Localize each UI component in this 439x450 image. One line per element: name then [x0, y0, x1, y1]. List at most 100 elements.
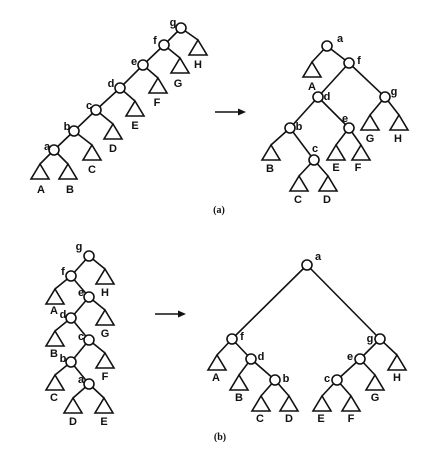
node-a2-g-circle: [379, 91, 391, 103]
label-a1-G: G: [174, 78, 183, 90]
tree-edge: [317, 62, 350, 98]
subtree-a1-H-triangle: [187, 38, 209, 56]
node-a2-f-circle: [343, 57, 355, 69]
node-a1-c-circle: [90, 104, 102, 116]
tree-edge: [306, 264, 381, 340]
label-a1-E: E: [131, 120, 138, 132]
node-a2-d-circle: [312, 91, 324, 103]
label-b1-B: B: [50, 348, 58, 360]
subtree-b2-C-triangle: [250, 394, 272, 412]
node-b2-b-circle: [269, 374, 281, 386]
node-a1-a-circle: [48, 144, 60, 156]
subtree-b1-C-triangle: [44, 373, 66, 391]
subtree-a2-A-triangle: [301, 60, 323, 78]
node-a2-b-circle: [284, 122, 296, 134]
subtree-b1-E-triangle: [93, 396, 115, 414]
node-b2-e-circle: [354, 353, 366, 365]
label-b1-g: g: [76, 241, 83, 253]
subtree-a1-D-triangle: [102, 122, 124, 140]
label-b2-c: c: [324, 373, 330, 385]
label-a1-H: H: [194, 59, 202, 71]
label-b1-c: c: [78, 331, 84, 343]
subtree-a1-F-triangle: [147, 76, 169, 94]
subtree-b1-D-triangle: [62, 396, 84, 414]
label-a1-b: b: [64, 121, 71, 133]
node-b1-d-circle: [65, 312, 77, 324]
node-a2-e-circle: [343, 122, 355, 134]
label-b1-C: C: [50, 392, 58, 404]
label-b1-F: F: [102, 371, 109, 383]
label-b1-e: e: [78, 287, 84, 299]
node-b1-c-circle: [83, 334, 95, 346]
label-a2-C: C: [294, 194, 302, 206]
label-a1-f: f: [153, 35, 157, 47]
subtree-a2-F-triangle: [350, 143, 372, 161]
label-a2-G: G: [366, 133, 375, 145]
label-a2-A: A: [308, 81, 316, 93]
node-b1-a-circle: [83, 378, 95, 390]
label-b2-b: b: [283, 373, 290, 385]
subtree-a2-E-triangle: [325, 143, 347, 161]
label-b1-G: G: [101, 328, 110, 340]
label-b1-a: a: [78, 374, 85, 386]
label-b1-f: f: [61, 266, 65, 278]
label-a2-f: f: [357, 55, 361, 67]
tree-edge: [289, 127, 315, 161]
subtree-b1-F-triangle: [94, 351, 116, 369]
caption-a: (a): [213, 205, 225, 216]
subtree-b1-B-triangle: [44, 329, 66, 347]
subtree-b1-H-triangle: [94, 267, 116, 285]
subtree-b2-F-triangle: [340, 394, 362, 412]
node-b1-b-circle: [65, 356, 77, 368]
transform-arrow-a: [215, 108, 246, 116]
transform-arrow-b: [155, 310, 186, 318]
label-b1-d: d: [60, 309, 67, 321]
label-b2-E: E: [317, 413, 324, 425]
label-a1-c: c: [86, 100, 92, 112]
node-a2-c-circle: [308, 154, 320, 166]
label-b2-F: F: [348, 413, 355, 425]
label-a2-F: F: [355, 162, 362, 174]
label-a1-F: F: [154, 97, 161, 109]
label-b1-H: H: [101, 287, 109, 299]
label-b2-D: D: [285, 413, 293, 425]
label-a2-H: H: [394, 133, 402, 145]
label-b1-A: A: [50, 305, 58, 317]
label-a1-B: B: [66, 184, 74, 196]
subtree-a2-D-triangle: [317, 174, 339, 192]
label-b2-G: G: [371, 392, 380, 404]
node-b1-e-circle: [83, 291, 95, 303]
subtree-a2-G-triangle: [359, 113, 381, 131]
tree-edge: [231, 264, 308, 340]
node-b1-g-circle: [83, 250, 95, 262]
node-a1-e-circle: [137, 59, 149, 71]
subtree-a1-B-triangle: [57, 162, 79, 180]
tree-edge: [289, 96, 319, 129]
subtree-a1-G-triangle: [169, 56, 191, 74]
label-a1-e: e: [131, 56, 137, 68]
label-a2-E: E: [332, 162, 339, 174]
node-a1-d-circle: [114, 82, 126, 94]
subtree-b2-D-triangle: [278, 394, 300, 412]
node-a1-f-circle: [158, 39, 170, 51]
label-b2-g: g: [367, 333, 374, 345]
subtree-b2-G-triangle: [364, 373, 386, 391]
nodes-layer: [48, 22, 391, 390]
label-a1-D: D: [109, 143, 117, 155]
label-a1-C: C: [88, 164, 96, 176]
subtree-b2-A-triangle: [206, 353, 228, 371]
label-b2-f: f: [240, 331, 244, 343]
label-a1-d: d: [108, 78, 115, 90]
caption-b: (b): [214, 432, 226, 443]
node-a1-b-circle: [68, 125, 80, 137]
label-b1-D: D: [69, 416, 77, 428]
subtree-a2-H-triangle: [388, 113, 410, 131]
label-b2-C: C: [256, 413, 264, 425]
label-b2-B: B: [235, 392, 243, 404]
node-b1-f-circle: [65, 270, 77, 282]
label-a2-D: D: [323, 194, 331, 206]
label-a2-b: b: [296, 121, 303, 133]
label-b2-a: a: [315, 251, 322, 263]
